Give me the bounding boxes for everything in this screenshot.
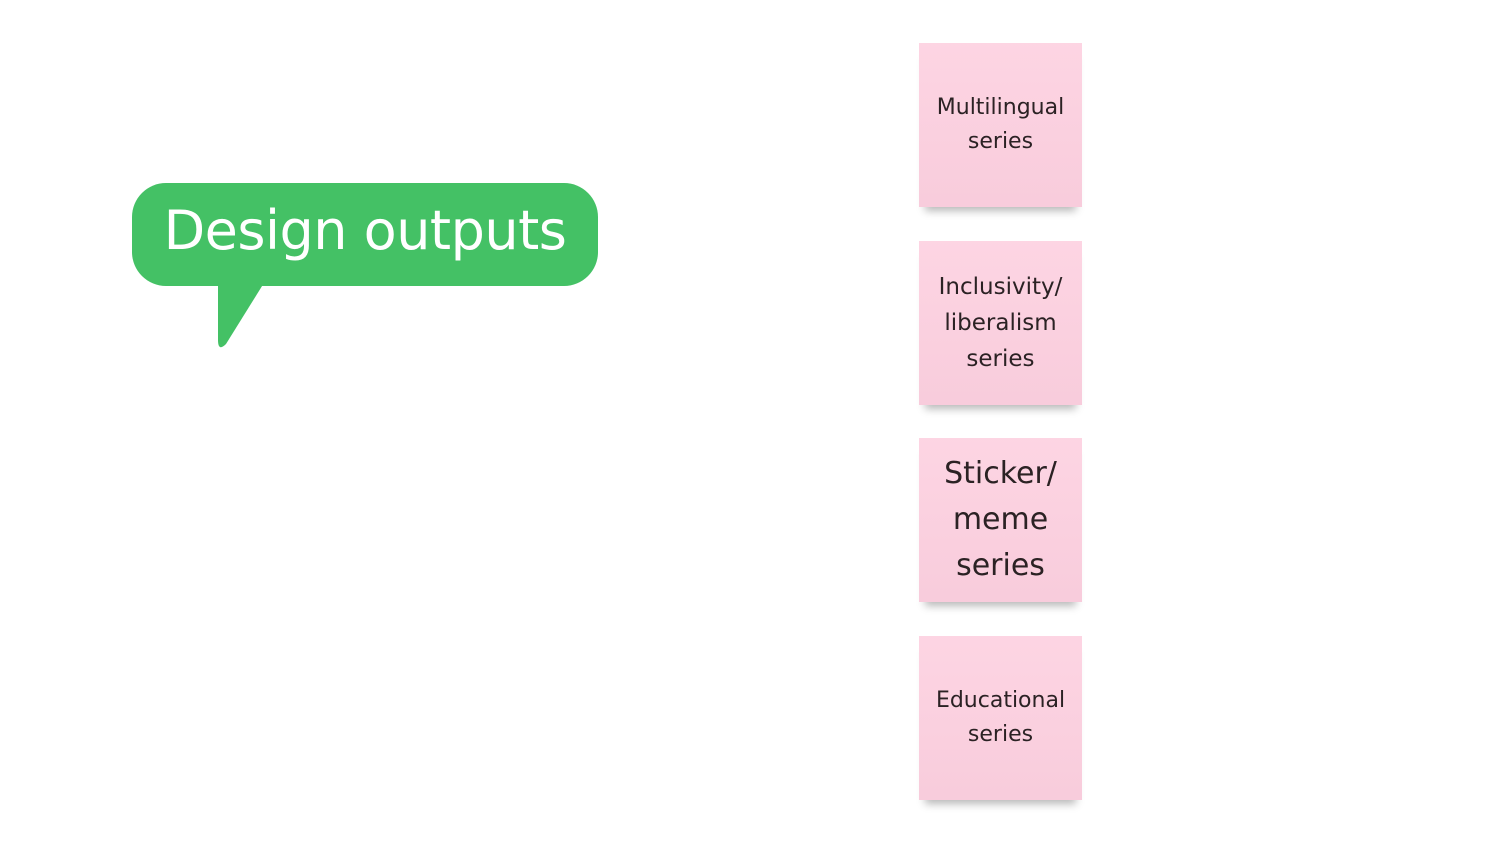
sticky-note-text: Educational series (935, 688, 1066, 747)
sticky-note-text: Sticker/ meme series (944, 456, 1057, 583)
sticky-note-educational[interactable]: Educational series (919, 636, 1082, 800)
speech-bubble[interactable]: Design outputs (132, 183, 598, 286)
sticky-note-sticker-meme[interactable]: Sticker/ meme series (919, 438, 1082, 602)
sticky-note-inclusivity[interactable]: Inclusivity/ liberalism series (919, 241, 1082, 405)
sticky-note-multilingual[interactable]: Multilingual series (919, 43, 1082, 207)
sticky-note-text: Multilingual series (936, 95, 1065, 154)
sticky-note-text: Inclusivity/ liberalism series (938, 274, 1063, 372)
speech-bubble-text: Design outputs (163, 198, 567, 262)
speech-bubble-tail (218, 270, 272, 348)
